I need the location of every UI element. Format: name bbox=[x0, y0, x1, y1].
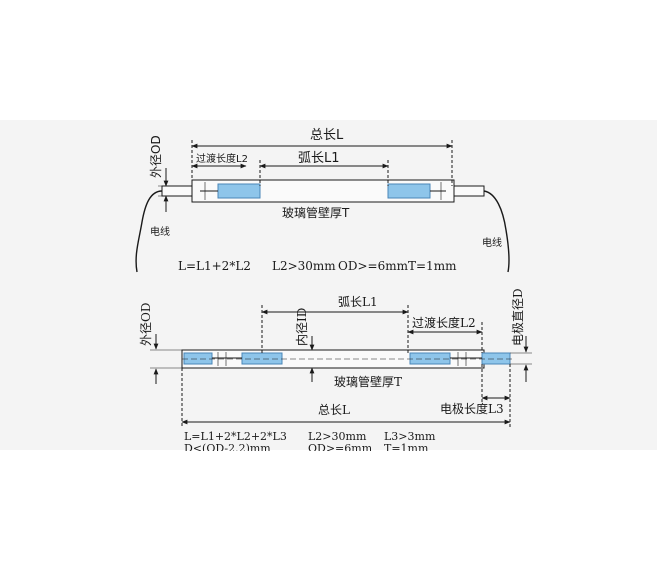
top-transition-length-label: 过渡长度L2 bbox=[196, 152, 248, 165]
top-right-wire bbox=[483, 190, 510, 273]
bottom-left-electrode bbox=[241, 352, 283, 365]
top-left-electrode bbox=[217, 183, 261, 199]
bottom-right-electrode bbox=[409, 352, 451, 365]
top-wire-left-label: 电线 bbox=[150, 225, 170, 238]
bottom-blank-area bbox=[0, 451, 657, 571]
top-lamp-diagram bbox=[135, 140, 510, 273]
bottom-arc-length-label: 弧长L1 bbox=[338, 295, 378, 309]
bottom-spec-l2: L2>30mm bbox=[308, 430, 367, 443]
bottom-outer-diameter-label: 外径OD bbox=[139, 303, 153, 346]
bottom-inner-diameter-label: 内径ID bbox=[295, 308, 309, 346]
top-labels: 总长L 过渡长度L2 弧长L1 外径OD 玻璃管壁厚T 电线 电线 L=L1+2… bbox=[149, 128, 502, 273]
top-arc-length-label: 弧长L1 bbox=[298, 151, 340, 166]
top-spec-l2: L2>30mm bbox=[272, 259, 336, 273]
top-glass-thickness-label: 玻璃管壁厚T bbox=[282, 205, 350, 220]
bottom-total-length-label: 总长L bbox=[318, 403, 350, 417]
top-outer-diameter-label: 外径OD bbox=[149, 135, 163, 178]
top-spec-t: T=1mm bbox=[408, 259, 457, 273]
bottom-left-electrode-outer bbox=[183, 352, 213, 365]
bottom-electrode-length-label: 电极长度L3 bbox=[440, 401, 504, 416]
top-formula: L=L1+2*L2 bbox=[178, 259, 251, 273]
top-right-electrode bbox=[387, 183, 431, 199]
top-total-length-label: 总长L bbox=[310, 128, 344, 143]
bottom-right-electrode-outer bbox=[481, 352, 511, 365]
bottom-glass-thickness-label: 玻璃管壁厚T bbox=[334, 374, 402, 389]
diagram-background-band bbox=[0, 120, 657, 450]
bottom-spec-l3: L3>3mm bbox=[384, 430, 436, 443]
bottom-lamp-diagram bbox=[150, 305, 532, 428]
bottom-transition-length-label: 过渡长度L2 bbox=[412, 315, 476, 330]
bottom-formula: L=L1+2*L2+2*L3 bbox=[184, 430, 287, 443]
top-wire-right-label: 电线 bbox=[482, 236, 502, 249]
bottom-electrode-diameter-label: 电极直径D bbox=[511, 288, 525, 346]
top-left-wire bbox=[135, 190, 163, 273]
top-left-cap bbox=[161, 185, 193, 197]
top-spec-od: OD>=6mm bbox=[338, 259, 409, 273]
top-right-cap bbox=[453, 185, 485, 197]
